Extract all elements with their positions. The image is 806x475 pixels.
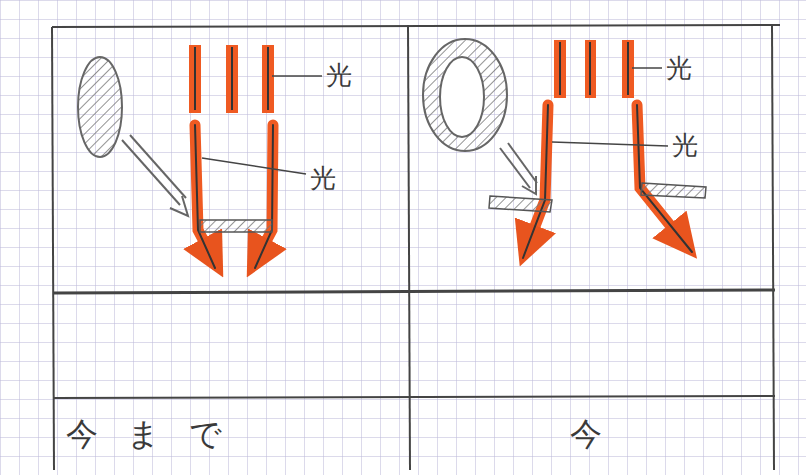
light-label: 光 <box>310 165 336 191</box>
column-heading: 今 <box>570 418 631 450</box>
lens <box>78 57 122 157</box>
table-frame <box>52 25 780 470</box>
column-heading: 今まで <box>66 418 250 450</box>
glass-plate <box>200 220 272 232</box>
light-bars <box>554 40 634 98</box>
lens-ring <box>423 39 507 151</box>
light-label: 光 <box>672 132 698 158</box>
light-label: 光 <box>326 62 352 88</box>
leader-line <box>552 68 668 146</box>
pointer-arrow <box>122 135 188 216</box>
leader-line <box>202 76 322 174</box>
light-rays <box>523 105 692 258</box>
light-rays <box>195 125 273 268</box>
pointer-arrow <box>500 143 537 194</box>
glass-plate <box>489 183 706 212</box>
light-bars <box>189 45 274 113</box>
light-label: 光 <box>666 55 692 81</box>
